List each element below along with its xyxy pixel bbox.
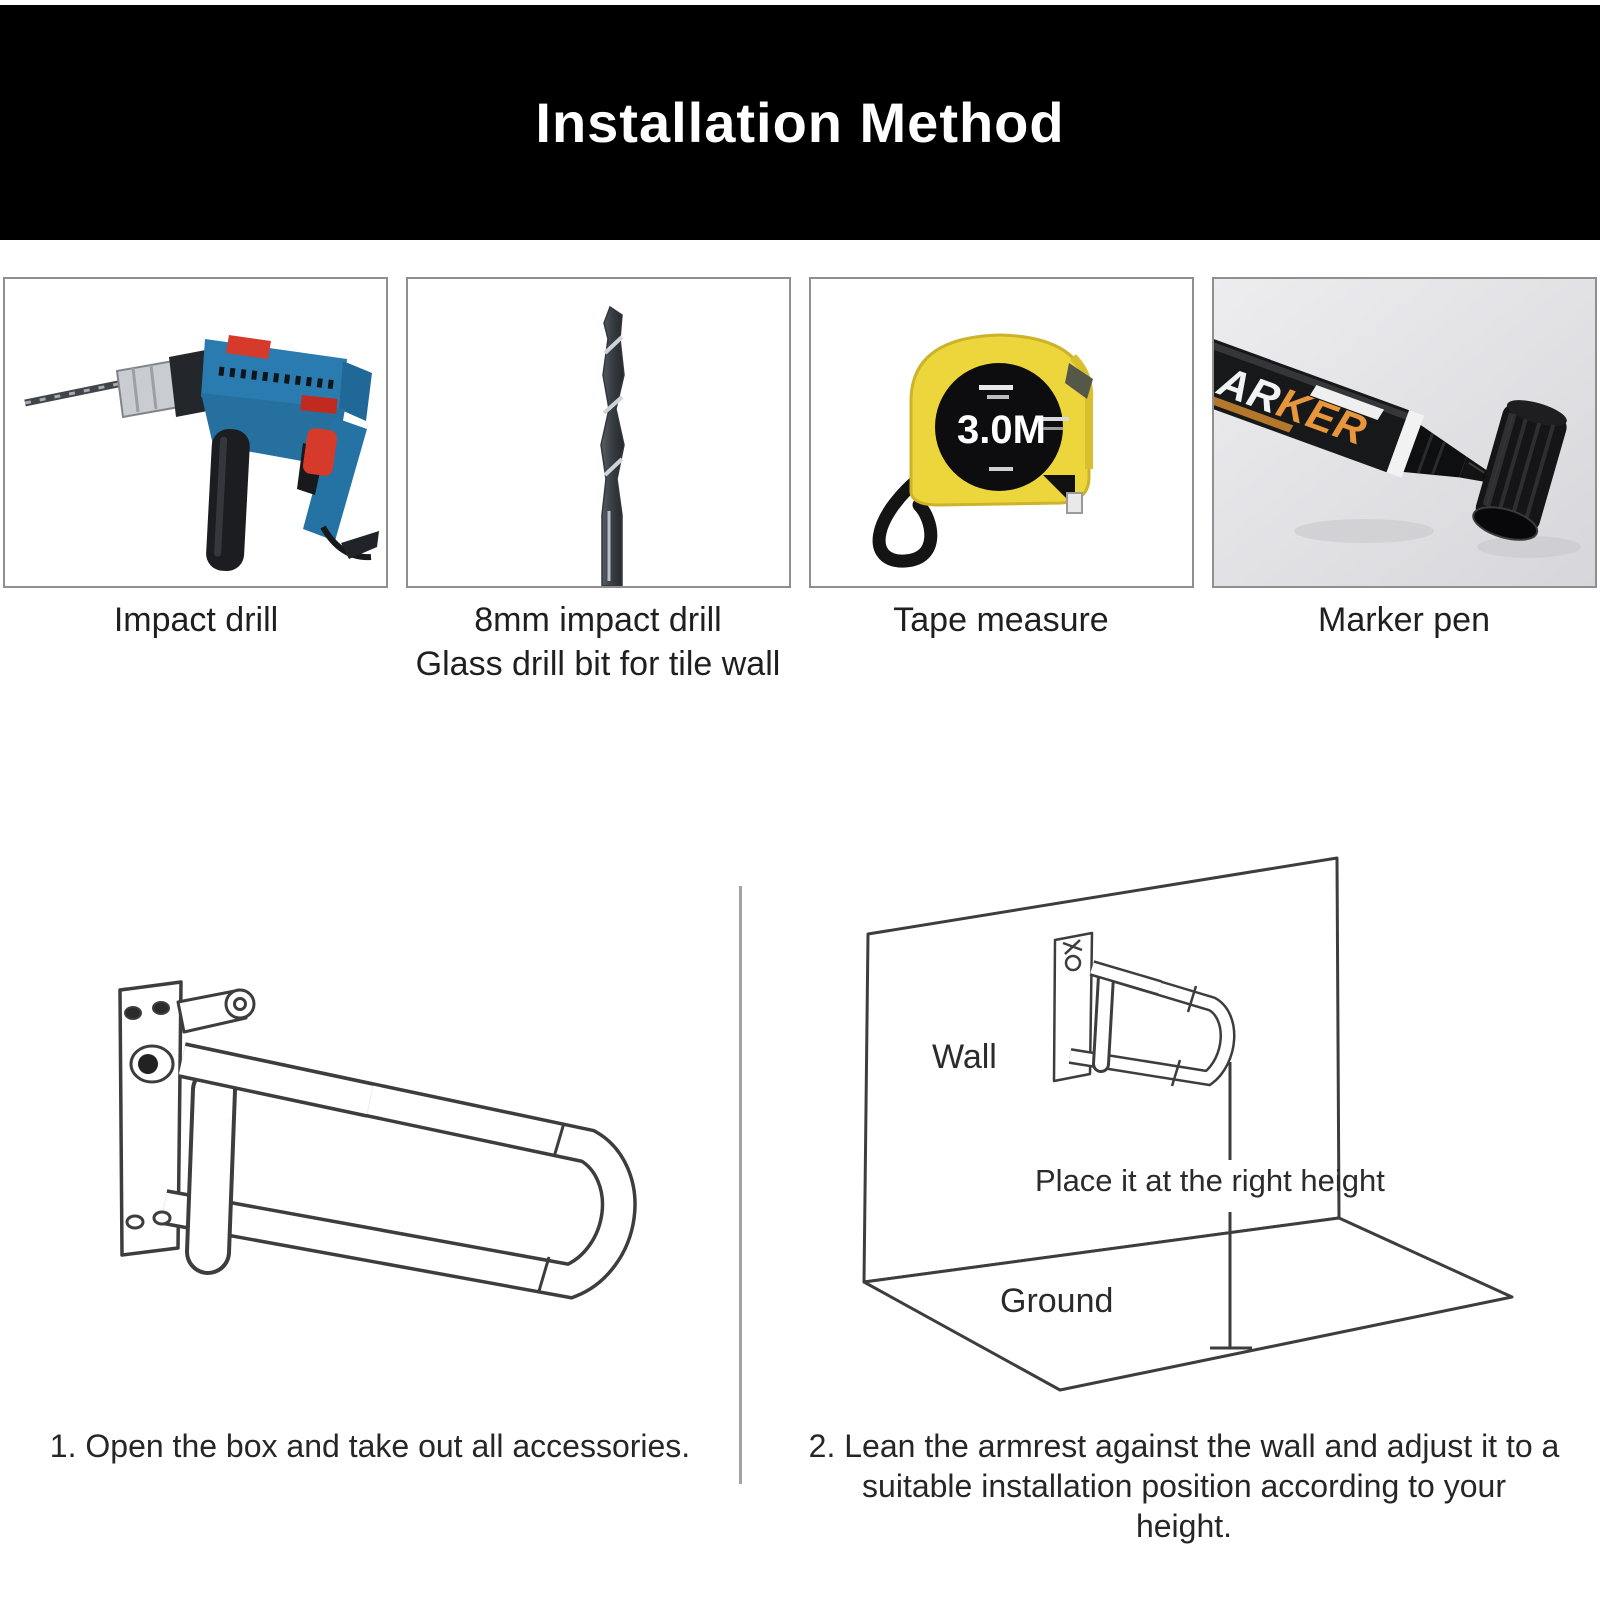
column-divider	[739, 886, 742, 1484]
ground-plane	[862, 1216, 1514, 1392]
wall-mounting-diagram	[862, 856, 1514, 1392]
drill-bit-icon	[600, 305, 625, 586]
height-measure-line	[1210, 1062, 1252, 1350]
header-banner: Installation Method	[0, 5, 1600, 240]
wall-label: Wall	[932, 1038, 997, 1076]
grab-bar-diagram	[118, 980, 637, 1300]
impact-drill-icon	[24, 335, 379, 572]
height-label: Place it at the right height	[1035, 1163, 1385, 1198]
tool-box-marker-pen: ARKER	[1212, 277, 1597, 588]
tool-label-impact-drill: Impact drill	[113, 601, 279, 639]
tool-box-drill-bit	[406, 277, 791, 588]
page-title: Installation Method	[535, 91, 1065, 154]
ground-label: Ground	[1000, 1282, 1114, 1320]
tool-box-impact-drill	[3, 277, 388, 588]
step-2-caption: 2. Lean the armrest against the wall and…	[808, 1428, 1560, 1544]
tool-box-tape-measure: 3.0M	[809, 277, 1194, 588]
marker-pen-icon: ARKER	[1214, 279, 1595, 586]
tool-label-drill-bit: 8mm impact drill Glass drill bit for til…	[415, 601, 781, 683]
tape-measure-icon: 3.0M	[872, 333, 1094, 568]
tape-length-badge: 3.0M	[957, 408, 1046, 452]
step-1-caption: 1. Open the box and take out all accesso…	[49, 1428, 691, 1464]
tool-label-marker-pen: Marker pen	[1318, 601, 1490, 639]
tool-label-tape-measure: Tape measure	[893, 601, 1109, 639]
